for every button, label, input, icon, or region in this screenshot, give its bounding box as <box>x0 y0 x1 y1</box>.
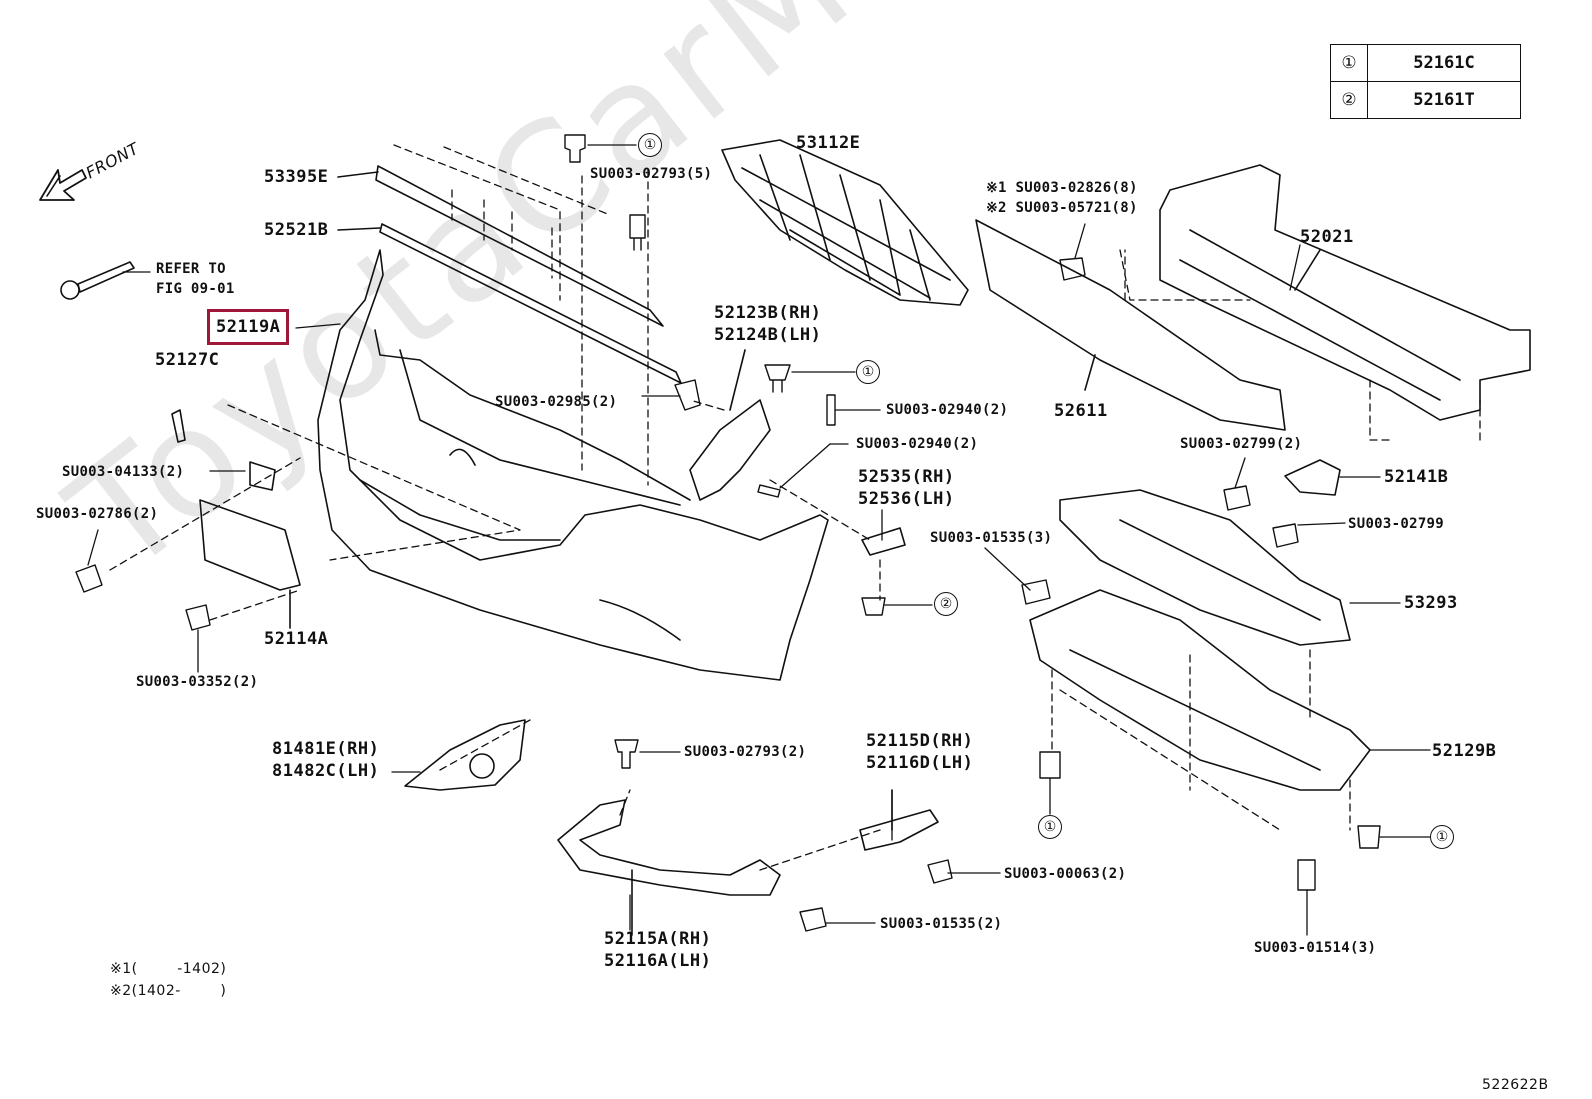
label-su003-05721[interactable]: ※2 SU003-05721(8) <box>986 200 1138 216</box>
label-su003-02826[interactable]: ※1 SU003-02826(8) <box>986 180 1138 196</box>
legend-row: ① 52161C <box>1330 44 1521 82</box>
part-53293 <box>1059 489 1351 646</box>
label-52114A[interactable]: 52114A <box>264 629 329 649</box>
part-52119A <box>317 249 829 681</box>
label-su003-02793-5[interactable]: SU003-02793(5) <box>590 166 713 182</box>
label-su003-02940-b[interactable]: SU003-02940(2) <box>856 436 979 452</box>
legend-value: 52161T <box>1367 81 1521 119</box>
part-52611 <box>975 219 1286 431</box>
label-su003-00063[interactable]: SU003-00063(2) <box>1004 866 1127 882</box>
callout-1: ① <box>1038 815 1062 839</box>
label-52123B[interactable]: 52123B(RH) 52124B(LH) <box>714 303 822 345</box>
label-su003-02940-a[interactable]: SU003-02940(2) <box>886 402 1009 418</box>
part-81481E <box>404 719 526 791</box>
label-52521B[interactable]: 52521B <box>264 220 329 240</box>
label-52115A[interactable]: 52115A(RH) 52116A(LH) <box>604 929 712 971</box>
label-su003-02985[interactable]: SU003-02985(2) <box>495 394 618 410</box>
label-53112E[interactable]: 53112E <box>796 133 861 153</box>
part-52021 <box>1159 164 1531 421</box>
label-52129B[interactable]: 52129B <box>1432 741 1497 761</box>
diagram-code: 522622B <box>1482 1077 1549 1093</box>
part-52535 <box>861 527 906 556</box>
label-refer-fig: REFER TO FIG 09-01 <box>156 261 235 297</box>
legend-key: ② <box>1330 81 1368 119</box>
label-52611[interactable]: 52611 <box>1054 401 1108 421</box>
callout-1: ① <box>638 133 662 157</box>
part-lever <box>60 261 135 300</box>
footnote-1: ※1( -1402) <box>110 961 227 977</box>
label-53395E[interactable]: 53395E <box>264 167 329 187</box>
label-52141B[interactable]: 52141B <box>1384 467 1449 487</box>
label-52535[interactable]: 52535(RH) 52536(LH) <box>858 467 955 509</box>
label-52127C[interactable]: 52127C <box>155 350 220 370</box>
label-su003-02793-2[interactable]: SU003-02793(2) <box>684 744 807 760</box>
callout-2: ② <box>934 592 958 616</box>
label-su003-02799[interactable]: SU003-02799 <box>1348 516 1445 532</box>
part-52123B <box>689 349 771 501</box>
part-52115D <box>859 789 939 851</box>
footnote-2: ※2(1402- ) <box>110 983 227 999</box>
label-53293[interactable]: 53293 <box>1404 593 1458 613</box>
part-52114A <box>199 499 301 629</box>
label-52119A[interactable]: 52119A <box>206 309 290 345</box>
part-53112E <box>721 139 969 306</box>
label-52021[interactable]: 52021 <box>1300 227 1354 247</box>
legend-value: 52161C <box>1367 44 1521 82</box>
legend-table: ① 52161C ② 52161T <box>1330 44 1521 119</box>
part-52127C <box>171 409 186 443</box>
fasteners <box>75 134 1381 932</box>
part-52129B <box>1029 589 1371 791</box>
label-su003-04133[interactable]: SU003-04133(2) <box>62 464 185 480</box>
legend-row: ② 52161T <box>1330 81 1521 119</box>
part-52141B <box>1284 459 1341 496</box>
part-53395E <box>337 165 664 327</box>
callout-1: ① <box>1430 825 1454 849</box>
leader-lines <box>87 144 1431 936</box>
label-su003-02786[interactable]: SU003-02786(2) <box>36 506 159 522</box>
part-52114A-plate <box>249 461 276 491</box>
legend-key: ① <box>1330 44 1368 82</box>
label-su003-03352[interactable]: SU003-03352(2) <box>136 674 259 690</box>
part-52115A <box>557 799 781 936</box>
label-su003-01535-2[interactable]: SU003-01535(2) <box>880 916 1003 932</box>
label-81481E[interactable]: 81481E(RH) 81482C(LH) <box>272 739 380 781</box>
front-arrow-icon <box>39 169 87 201</box>
label-52115D[interactable]: 52115D(RH) 52116D(LH) <box>866 731 974 773</box>
label-su003-01514[interactable]: SU003-01514(3) <box>1254 940 1377 956</box>
label-su003-01535-3[interactable]: SU003-01535(3) <box>930 530 1053 546</box>
callout-1: ① <box>856 360 880 384</box>
label-su003-02799-2[interactable]: SU003-02799(2) <box>1180 436 1303 452</box>
